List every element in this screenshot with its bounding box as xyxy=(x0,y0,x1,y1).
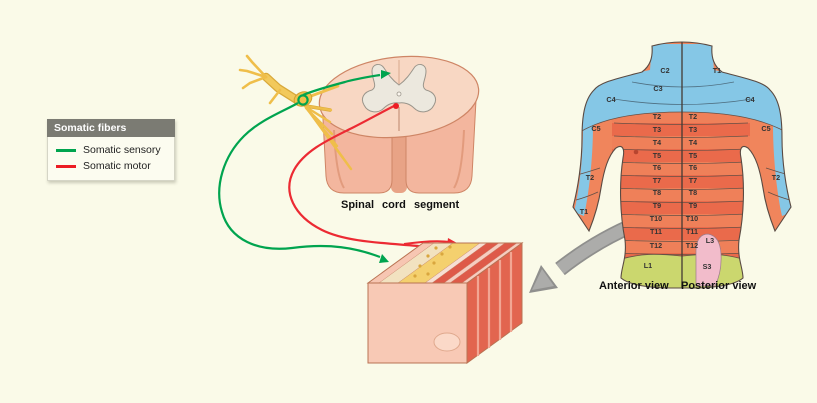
muscle-striations xyxy=(476,252,513,356)
dermatome-label: C4 xyxy=(606,95,615,104)
spinal-cord-caption: Spinal cord segment xyxy=(341,199,460,211)
nerve-branches xyxy=(238,54,282,105)
dermatome-label: C5 xyxy=(761,124,770,133)
torso-fill-regions xyxy=(573,42,791,288)
dermatome-label: T12 xyxy=(650,241,662,250)
posterior-dermatome-labels: T1 C4 C5 T2 T3 T4 T5 T6 T7 T8 T9 T10 T11… xyxy=(686,66,780,271)
dermatome-label: T10 xyxy=(650,214,662,223)
sensory-neuron-soma-ring xyxy=(297,94,309,106)
fat-dots xyxy=(413,245,452,278)
dermatome-label: T11 xyxy=(650,227,662,236)
anterior-dermatome-labels: C2 C3 C4 C5 T2 T3 T4 T5 T6 T7 T8 T9 T10 … xyxy=(580,66,670,270)
sacral-region xyxy=(695,233,722,287)
dermatome-label: C2 xyxy=(660,66,669,75)
dermatome-label: C3 xyxy=(653,84,662,93)
dermatome-label: T8 xyxy=(689,188,697,197)
dermatome-torso: C2 C3 C4 C5 T2 T3 T4 T5 T6 T7 T8 T9 T10 … xyxy=(572,41,792,289)
dermatome-label: L3 xyxy=(706,236,714,245)
arm-blue-stripe-left xyxy=(574,125,593,216)
dermatome-label: S3 xyxy=(703,262,712,271)
dermatome-label: T6 xyxy=(689,163,697,172)
dermatome-label: T11 xyxy=(686,227,698,236)
legend-box: Somatic fibers Somatic sensory Somatic m… xyxy=(47,119,175,181)
dermatome-label: T12 xyxy=(686,241,698,250)
cord-shading-line xyxy=(453,129,465,189)
dermatome-label: T5 xyxy=(689,151,697,160)
nipple-dot xyxy=(633,149,639,155)
dermatome-label: T2 xyxy=(689,112,697,121)
skin-block xyxy=(366,242,524,364)
dermatome-label: T10 xyxy=(686,214,698,223)
legend-item-motor: Somatic motor xyxy=(56,160,166,172)
motor-line-swatch xyxy=(56,164,76,168)
block-top-layers xyxy=(367,242,523,284)
sensory-arrowhead xyxy=(379,254,389,263)
dermatome-label: T6 xyxy=(653,163,661,172)
dermatome-label: T8 xyxy=(653,188,661,197)
dermatome-label: T7 xyxy=(689,176,697,185)
dermatome-label: T7 xyxy=(653,176,661,185)
dermatome-label: T2 xyxy=(772,173,780,182)
anterior-view-caption: Anterior view xyxy=(599,280,669,292)
dermatome-label: T5 xyxy=(653,151,661,160)
dermatome-label: L1 xyxy=(644,261,652,270)
posterior-view-caption: Posterior view xyxy=(681,280,757,292)
sensory-arrowhead xyxy=(381,70,391,79)
somatic-sensory-fiber xyxy=(218,70,391,263)
dermatome-label: T1 xyxy=(580,207,588,216)
thoracic-bands xyxy=(612,110,750,266)
legend-item-label: Somatic motor xyxy=(83,160,151,172)
central-canal xyxy=(396,91,402,97)
legend-body: Somatic sensory Somatic motor xyxy=(47,137,175,181)
sensory-line-swatch xyxy=(56,148,76,152)
arrowhead xyxy=(532,269,554,290)
dermatome-label: C4 xyxy=(745,95,754,104)
dorsal-root xyxy=(309,84,340,98)
gray-matter-butterfly xyxy=(361,63,437,113)
dermatome-label: T1 xyxy=(713,66,721,75)
legend-item-sensory: Somatic sensory xyxy=(56,144,166,156)
motor-neuron-soma xyxy=(393,103,399,109)
dermatome-label: T4 xyxy=(653,138,661,147)
dermatome-label: T9 xyxy=(689,201,697,210)
neck-lines xyxy=(613,81,753,105)
dermatome-label: T3 xyxy=(689,125,697,134)
dermatome-label: T2 xyxy=(586,173,594,182)
dermatome-label: T4 xyxy=(689,138,697,147)
nerve-trunk xyxy=(263,74,300,103)
dermatome-label: T3 xyxy=(653,125,661,134)
legend-item-label: Somatic sensory xyxy=(83,144,161,156)
dermatome-label: C5 xyxy=(591,124,600,133)
dermatome-label: T9 xyxy=(653,201,661,210)
dermatome-label: T2 xyxy=(653,112,661,121)
legend-title: Somatic fibers xyxy=(47,119,175,137)
follicle-oval xyxy=(433,332,461,352)
spinal-cord-segment xyxy=(218,54,480,263)
block-front-face xyxy=(367,282,468,364)
